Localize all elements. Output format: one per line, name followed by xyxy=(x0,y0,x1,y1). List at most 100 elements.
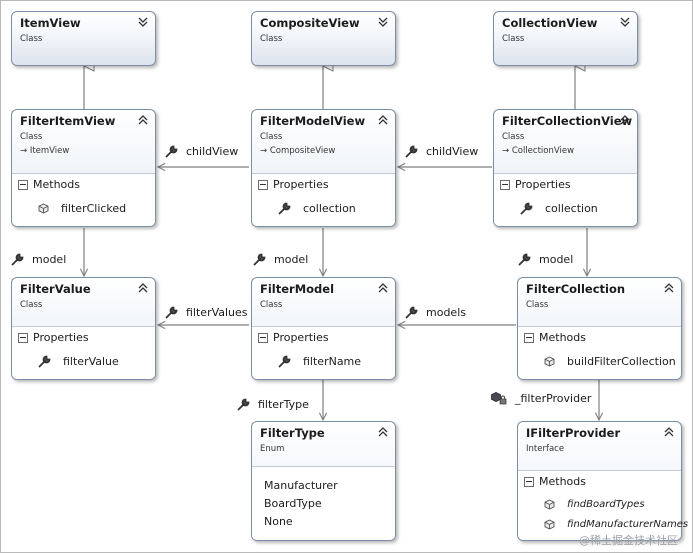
section-header[interactable]: Methods xyxy=(18,178,80,191)
class-name: FilterCollectionView xyxy=(502,114,633,128)
wrench-icon xyxy=(405,306,418,319)
method-filterclicked[interactable]: filterClicked xyxy=(38,202,126,215)
section-header[interactable]: Properties xyxy=(18,331,89,344)
association-label-filterprovider: _filterProvider xyxy=(491,392,591,405)
double-chevron-up-icon[interactable] xyxy=(619,114,631,126)
class-box-itemview[interactable]: ItemView Class xyxy=(11,11,156,66)
association-label-childview-left: childView xyxy=(165,145,238,158)
wrench-icon xyxy=(165,145,178,158)
class-box-collectionview[interactable]: CollectionView Class xyxy=(493,11,638,66)
section-header[interactable]: Properties xyxy=(258,178,329,191)
association-label-filtervalues: filterValues xyxy=(165,306,248,319)
method-cube-icon xyxy=(544,356,555,367)
class-stereotype: Class xyxy=(502,132,525,142)
wrench-icon xyxy=(405,145,418,158)
members-section: Properties filterName xyxy=(252,326,395,379)
double-chevron-down-icon[interactable] xyxy=(377,16,389,28)
class-name: CompositeView xyxy=(260,16,360,30)
collapse-minus-icon[interactable] xyxy=(500,179,510,190)
class-box-filtercollectionview[interactable]: FilterCollectionView Class → CollectionV… xyxy=(493,109,638,227)
private-field-lock-icon xyxy=(491,392,507,405)
base-class-reference: → CollectionView xyxy=(502,146,575,156)
association-label-model-middle: model xyxy=(253,253,308,266)
double-chevron-up-icon[interactable] xyxy=(137,282,149,294)
double-chevron-down-icon[interactable] xyxy=(137,16,149,28)
class-box-filtercollection[interactable]: FilterCollection Class Methods buildFilt… xyxy=(517,277,682,380)
property-filtername[interactable]: filterName xyxy=(278,355,361,368)
enum-name: FilterType xyxy=(260,426,325,440)
double-chevron-up-icon[interactable] xyxy=(377,114,389,126)
collapse-minus-icon[interactable] xyxy=(524,332,534,343)
wrench-icon xyxy=(518,253,531,266)
double-chevron-down-icon[interactable] xyxy=(619,16,631,28)
method-findmanufacturernames[interactable]: findManufacturerNames xyxy=(544,519,688,530)
enum-value[interactable]: None xyxy=(264,515,293,528)
collapse-minus-icon[interactable] xyxy=(258,179,268,190)
association-label-model-right: model xyxy=(518,253,573,266)
enum-stereotype: Enum xyxy=(260,444,285,454)
class-name: FilterCollection xyxy=(526,282,626,296)
collapse-minus-icon[interactable] xyxy=(258,332,268,343)
wrench-icon xyxy=(253,253,266,266)
property-filtervalue[interactable]: filterValue xyxy=(38,355,119,368)
collapse-minus-icon[interactable] xyxy=(524,476,534,487)
class-name: ItemView xyxy=(20,16,81,30)
class-stereotype: Class xyxy=(260,132,283,142)
class-name: FilterItemView xyxy=(20,114,116,128)
class-stereotype: Class xyxy=(260,34,283,44)
section-header[interactable]: Methods xyxy=(524,331,586,344)
double-chevron-up-icon[interactable] xyxy=(377,426,389,438)
class-box-filtermodelview[interactable]: FilterModelView Class → CompositeView Pr… xyxy=(251,109,396,227)
base-class-reference: → CompositeView xyxy=(260,146,336,156)
enum-value[interactable]: Manufacturer xyxy=(264,479,338,492)
class-stereotype: Class xyxy=(20,34,43,44)
double-chevron-up-icon[interactable] xyxy=(377,282,389,294)
double-chevron-up-icon[interactable] xyxy=(137,114,149,126)
members-section: Methods filterClicked xyxy=(12,173,155,226)
method-cube-icon xyxy=(544,519,555,530)
members-section: Methods buildFilterCollection xyxy=(518,326,681,379)
class-box-filtermodel[interactable]: FilterModel Class Properties filterName xyxy=(251,277,396,380)
wrench-icon xyxy=(11,253,24,266)
wrench-icon xyxy=(278,202,291,215)
double-chevron-up-icon[interactable] xyxy=(663,282,675,294)
wrench-icon xyxy=(520,202,533,215)
watermark: @稀土掘金技术社区 xyxy=(579,534,678,547)
class-box-compositeview[interactable]: CompositeView Class xyxy=(251,11,396,66)
method-cube-icon xyxy=(544,499,555,510)
enum-value[interactable]: BoardType xyxy=(264,497,322,510)
class-name: FilterModelView xyxy=(260,114,366,128)
class-box-filtervalue[interactable]: FilterValue Class Properties filterValue xyxy=(11,277,156,380)
wrench-icon xyxy=(38,355,51,368)
double-chevron-up-icon[interactable] xyxy=(663,426,675,438)
members-section: Methods findBoardTypes findManufacturerN… xyxy=(518,470,688,540)
collapse-minus-icon[interactable] xyxy=(18,332,28,343)
method-findboardtypes[interactable]: findBoardTypes xyxy=(544,499,645,510)
interface-stereotype: Interface xyxy=(526,444,565,454)
property-collection[interactable]: collection xyxy=(520,202,598,215)
section-header[interactable]: Properties xyxy=(500,178,571,191)
enum-values-section: Manufacturer BoardType None xyxy=(252,466,395,540)
method-cube-icon xyxy=(38,203,49,214)
members-section: Properties collection xyxy=(494,173,637,226)
class-name: FilterModel xyxy=(260,282,335,296)
interface-name: IFilterProvider xyxy=(526,426,621,440)
interface-box-ifilterprovider[interactable]: IFilterProvider Interface Methods findBo… xyxy=(517,421,688,541)
base-class-reference: → ItemView xyxy=(20,146,70,156)
association-label-childview-right: childView xyxy=(405,145,478,158)
section-header[interactable]: Properties xyxy=(258,331,329,344)
members-section: Properties collection xyxy=(252,173,395,226)
association-label-models: models xyxy=(405,306,466,319)
property-collection[interactable]: collection xyxy=(278,202,356,215)
association-label-filtertype: filterType xyxy=(237,398,309,411)
class-box-filteritemview[interactable]: FilterItemView Class → ItemView Methods … xyxy=(11,109,156,227)
method-buildfiltercollection[interactable]: buildFilterCollection xyxy=(544,355,676,368)
wrench-icon xyxy=(237,398,250,411)
enum-box-filtertype[interactable]: FilterType Enum Manufacturer BoardType N… xyxy=(251,421,396,541)
class-name: FilterValue xyxy=(20,282,91,296)
collapse-minus-icon[interactable] xyxy=(18,179,28,190)
wrench-icon xyxy=(165,306,178,319)
section-header[interactable]: Methods xyxy=(524,475,586,488)
